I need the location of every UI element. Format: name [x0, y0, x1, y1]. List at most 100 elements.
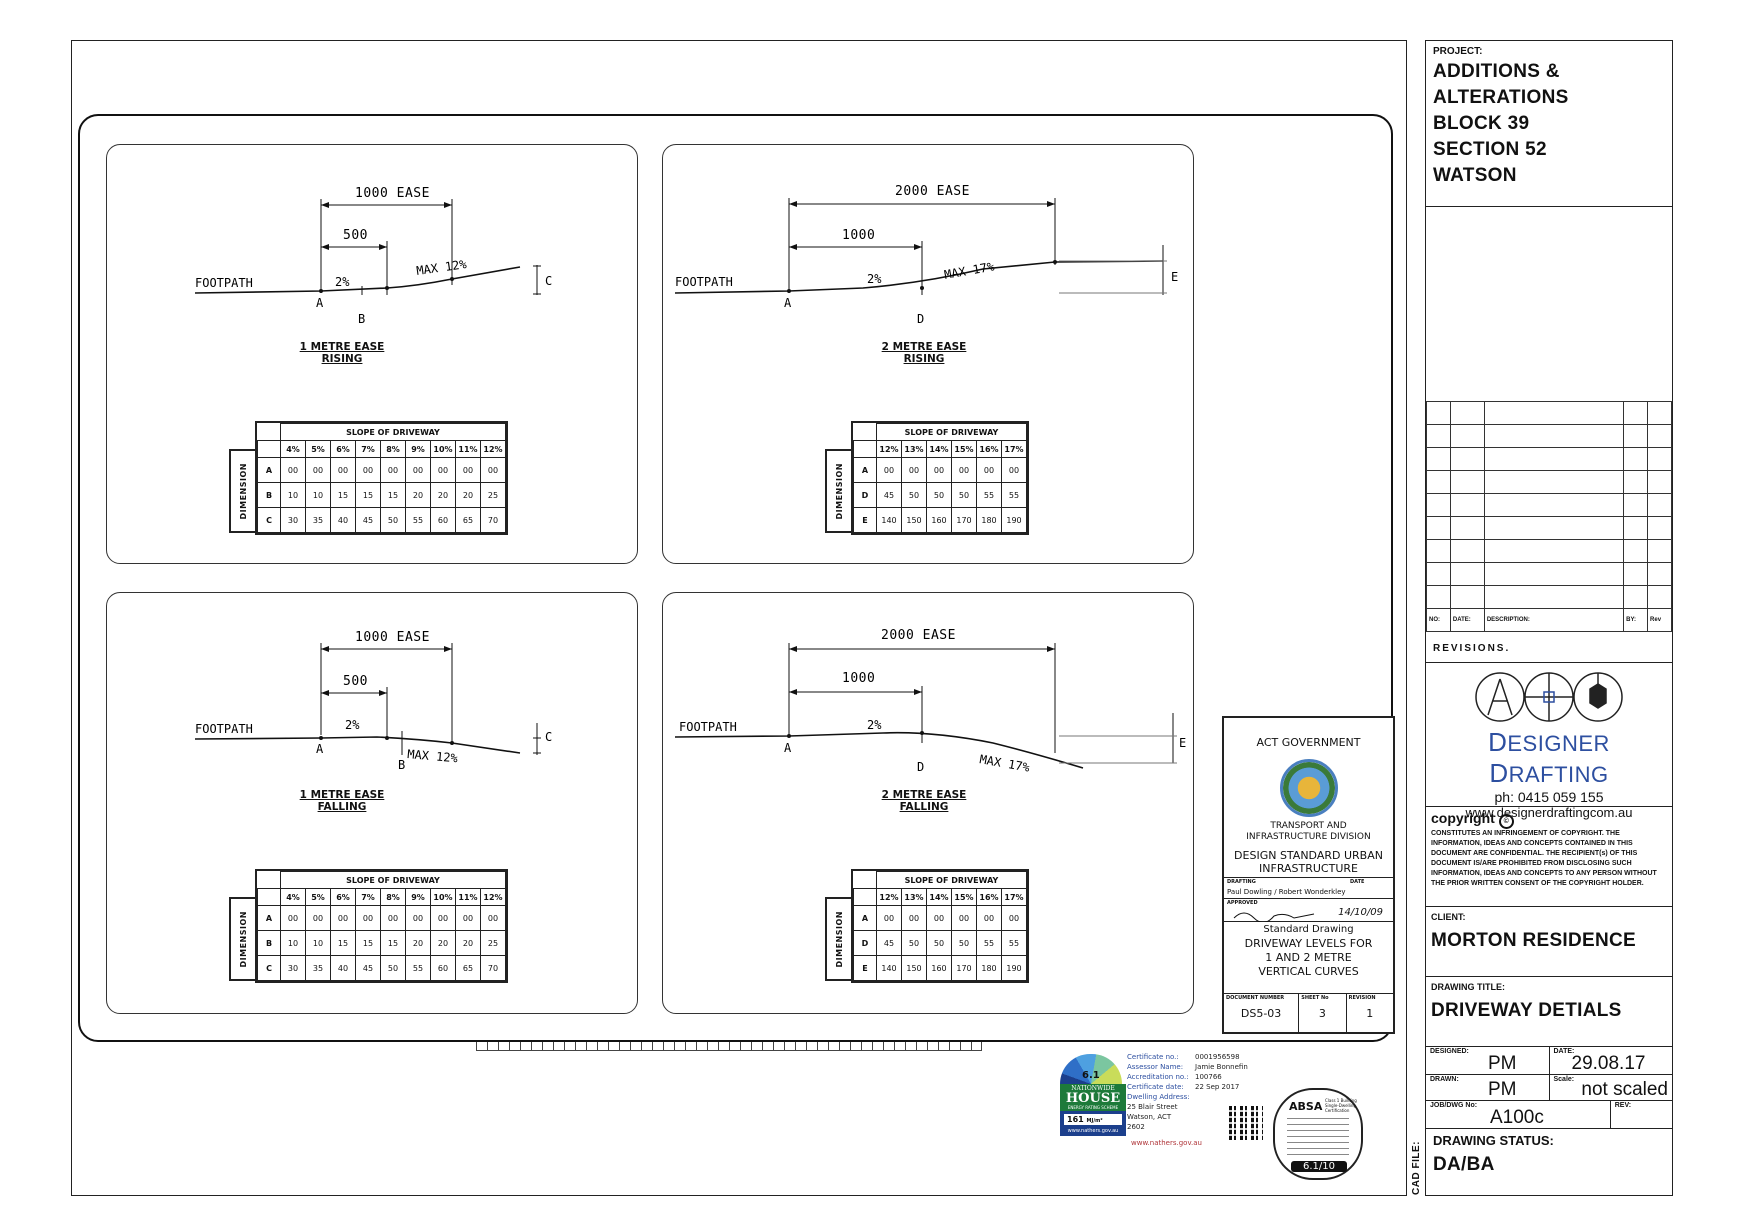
table-cell: 00 [951, 905, 977, 931]
table-cell: 35 [305, 507, 331, 533]
footpath-label: FOOTPATH [195, 276, 253, 290]
nathers-brand-2: HOUSE [1065, 1091, 1121, 1106]
address-line-2: Watson, ACT [1127, 1113, 1172, 1121]
dimension-side-label: DIMENSION [825, 449, 851, 533]
qr-code-icon [1229, 1106, 1263, 1140]
absa-cert-text: Class 1 Building Single-Dwelling Certifi… [1325, 1098, 1357, 1113]
table-cell: 00 [951, 457, 977, 483]
table-cell: 00 [876, 905, 902, 931]
table-cell: 35 [305, 955, 331, 981]
dwelling-address: 25 Blair Street Watson, ACT 2602 [1127, 1102, 1257, 1132]
caption: 1 METRE EASE RISING [287, 341, 397, 365]
dimension-text: DIMENSION [834, 910, 844, 968]
dimension-text: DIMENSION [238, 910, 248, 968]
nathers-field-value: Jamie Bonnefin [1195, 1063, 1248, 1071]
corner-cell [257, 440, 281, 458]
date-label: DATE [1350, 879, 1365, 885]
std-drawing-title: DRIVEWAY LEVELS FOR 1 AND 2 METRE VERTIC… [1244, 937, 1373, 978]
slope-col-header: 12% [876, 888, 902, 906]
table-cell: 00 [455, 457, 481, 483]
status-section: DRAWING STATUS: DA/BA [1426, 1129, 1672, 1180]
title-block: PROJECT: ADDITIONS & ALTERATIONS BLOCK 3… [1425, 40, 1673, 1196]
slope-col-header: 4% [280, 888, 306, 906]
ease-total-label: 2000 EASE [881, 628, 956, 643]
company-word-1: ESIGNER [1507, 731, 1610, 756]
slope-label: 2% [867, 272, 882, 286]
doc-number-cell: DOCUMENT NUMBER DS5-03 [1224, 994, 1300, 1032]
row-key: A [257, 905, 281, 931]
slope-col-header: 15% [951, 440, 977, 458]
slope-col-header: 6% [330, 888, 356, 906]
footpath-label: FOOTPATH [679, 720, 737, 734]
table-cell: 00 [976, 457, 1002, 483]
table-cell: 150 [901, 507, 927, 533]
slope-col-header: 15% [951, 888, 977, 906]
table-cell: 00 [330, 905, 356, 931]
sheet-number: 3 [1318, 1007, 1326, 1020]
slope-title: SLOPE OF DRIVEWAY [876, 871, 1027, 889]
job-label: JOB/DWG No: [1430, 1102, 1478, 1109]
table-cell: 20 [430, 930, 456, 956]
date-label: DATE: [1553, 1048, 1575, 1055]
max-slope-label: MAX 17% [943, 259, 996, 282]
slope-col-header: 7% [355, 888, 381, 906]
table-cell: 55 [976, 482, 1002, 508]
slope-col-header: 17% [1001, 888, 1027, 906]
doc-number: DS5-03 [1240, 1007, 1282, 1020]
table-cell: 00 [380, 457, 406, 483]
table-cell: 00 [355, 457, 381, 483]
drafting-names: Paul Dowling / Robert Wonderkley [1224, 886, 1393, 899]
table-cell: 60 [430, 507, 456, 533]
table-cell: 180 [976, 507, 1002, 533]
table-cell: 20 [430, 482, 456, 508]
designed-row: DESIGNED: PM DATE: 29.08.17 [1426, 1047, 1672, 1075]
row-key: C [257, 955, 281, 981]
copyright-icon: © [1498, 814, 1514, 829]
row-key: E [853, 955, 877, 981]
table-cell: 00 [901, 457, 927, 483]
table-cell: 65 [455, 507, 481, 533]
copyright-text: CONSTITUTES AN INFRINGEMENT OF COPYRIGHT… [1431, 830, 1657, 887]
nathers-url: www.nathers.gov.au [1131, 1139, 1202, 1147]
max-slope-label: MAX 12% [415, 257, 468, 278]
act-gov-title: ACT GOVERNMENT [1256, 736, 1361, 749]
table-cell: 50 [380, 507, 406, 533]
designed-value: PM [1488, 1053, 1517, 1074]
table-title [854, 872, 877, 889]
drawing-title-section: DRAWING TITLE: DRIVEWAY DETIALS [1426, 977, 1672, 1047]
nathers-field-key: Assessor Name: [1127, 1063, 1184, 1071]
absa-name: ABSA [1289, 1100, 1323, 1113]
table-cell: 00 [480, 905, 506, 931]
nathers-field-key: Certificate date: [1127, 1083, 1184, 1091]
scale-cell: Scale: not scaled [1550, 1075, 1673, 1100]
designed-label: DESIGNED: [1430, 1048, 1469, 1055]
table-title [854, 424, 877, 441]
nathers-brand-1: NATIONWIDE [1071, 1085, 1115, 1092]
nathers-field-key: Accreditation no.: [1127, 1073, 1189, 1081]
sheet-label: SHEET No [1301, 995, 1329, 1001]
table-cell: 170 [951, 507, 977, 533]
caption-line-2: FALLING [317, 801, 367, 813]
caption-line-1: 2 METRE EASE [881, 789, 967, 801]
profile-diagram: 2000 EASE 1000 FOOTPATH 2% MAX 17% A D E [674, 184, 1178, 326]
caption: 1 METRE EASE FALLING [287, 789, 397, 813]
table-cell: 55 [976, 930, 1002, 956]
scale-label: Scale: [1553, 1076, 1575, 1083]
table-cell: 00 [430, 457, 456, 483]
table-cell: 00 [305, 457, 331, 483]
row-key: A [257, 457, 281, 483]
table-cell: 45 [355, 507, 381, 533]
corner-cell [853, 440, 877, 458]
table-cell: 00 [926, 905, 952, 931]
point-a-label: A [784, 741, 792, 755]
slope-col-header: 12% [480, 888, 506, 906]
ease-half-label: 500 [343, 674, 368, 689]
job-rev-label: REV: [1614, 1102, 1632, 1109]
slope-title: SLOPE OF DRIVEWAY [280, 423, 506, 441]
